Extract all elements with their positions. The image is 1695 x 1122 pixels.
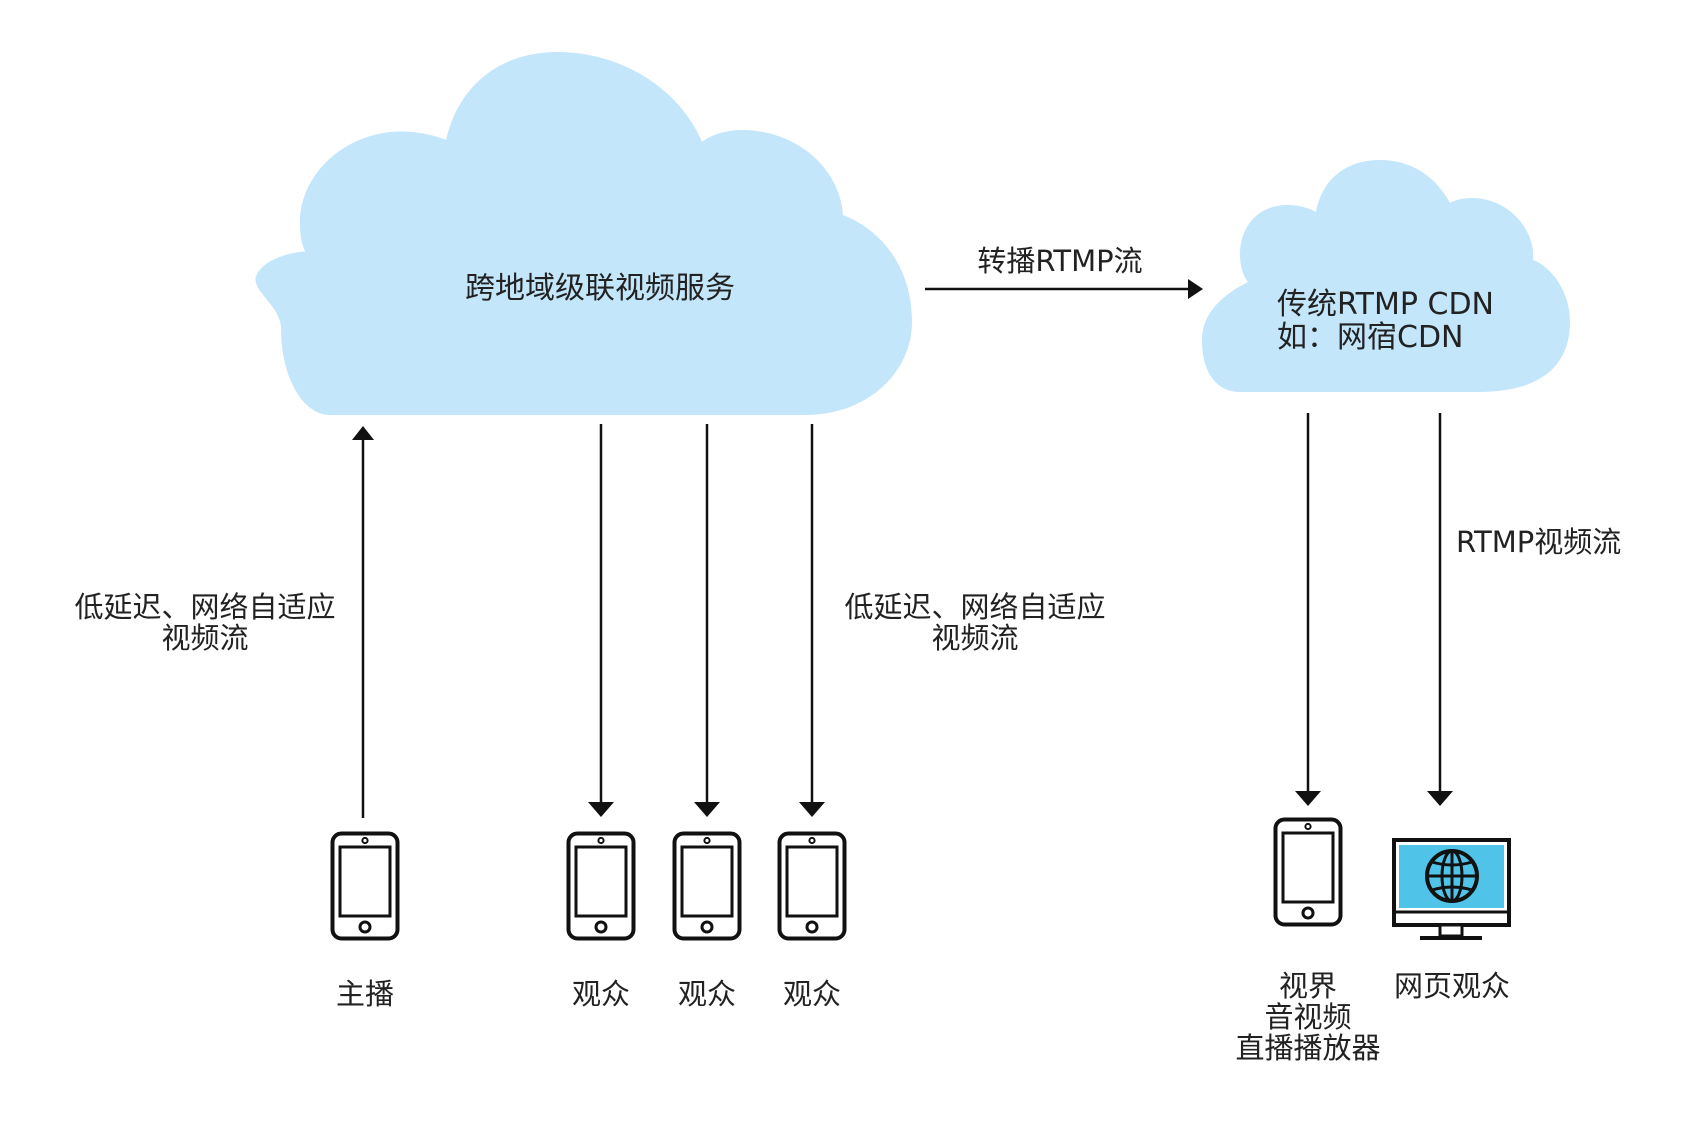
viewer-label-1: 观众 xyxy=(571,977,630,1011)
cdn-rtmp-label: RTMP视频流 xyxy=(1456,525,1622,559)
arrow-cdn-web xyxy=(1427,413,1453,806)
downstream-label-line1: 低延迟、网络自适应 xyxy=(844,590,1106,624)
arrow-downstream-3 xyxy=(799,424,825,817)
arrow-downstream-2 xyxy=(694,424,720,817)
main-cloud xyxy=(255,52,912,415)
upstream-label-line2: 视频流 xyxy=(161,621,249,655)
cdn-cloud-label-line2: 如：网宿CDN xyxy=(1277,320,1464,355)
arrow-downstream-1 xyxy=(588,424,614,817)
player-label-line3: 直播播放器 xyxy=(1235,1031,1381,1065)
monitor-globe-icon xyxy=(1392,838,1511,940)
arrow-relay xyxy=(925,279,1203,299)
upstream-label-line1: 低延迟、网络自适应 xyxy=(74,590,336,624)
arrow-cdn-player xyxy=(1295,413,1321,806)
main-cloud-label: 跨地域级联视频服务 xyxy=(465,271,735,306)
player-label-line1: 视界 xyxy=(1278,969,1337,1003)
cdn-cloud-shape xyxy=(1202,160,1570,392)
cdn-cloud xyxy=(1202,160,1570,392)
downstream-label-line2: 视频流 xyxy=(931,621,1019,655)
viewer-label-3: 观众 xyxy=(782,977,841,1011)
anchor-label: 主播 xyxy=(335,977,394,1011)
web-viewer-label: 网页观众 xyxy=(1393,969,1510,1003)
cdn-cloud-label-line1: 传统RTMP CDN xyxy=(1277,287,1494,322)
anchor-phone-icon xyxy=(330,831,400,941)
relay-label: 转播RTMP流 xyxy=(977,244,1143,278)
viewer-phone-icon-1 xyxy=(566,831,636,941)
viewer-phone-icon-3 xyxy=(777,831,847,941)
player-phone-icon xyxy=(1273,817,1343,927)
arrow-upstream xyxy=(352,426,374,818)
player-label-line2: 音视频 xyxy=(1264,1000,1352,1034)
viewer-phone-icon-2 xyxy=(672,831,742,941)
main-cloud-shape xyxy=(255,52,912,415)
viewer-label-2: 观众 xyxy=(677,977,736,1011)
